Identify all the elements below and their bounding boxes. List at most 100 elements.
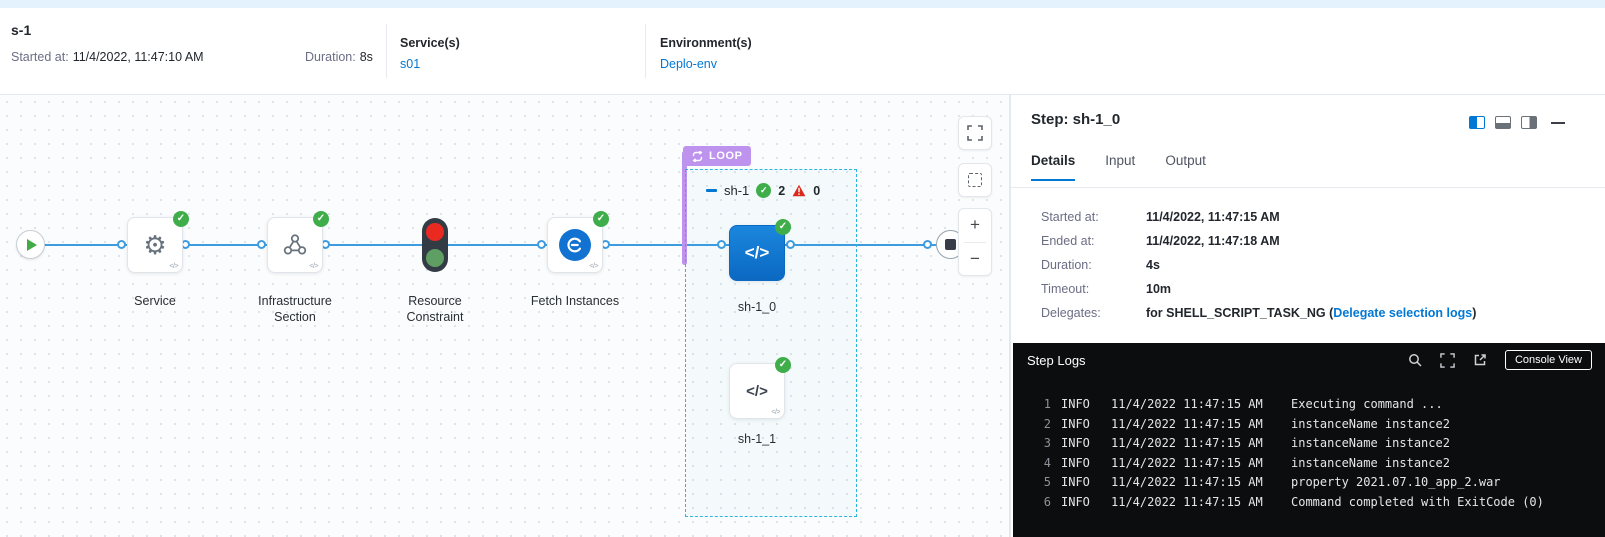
duration-value: 8s xyxy=(359,50,373,64)
script-mini-icon: </> xyxy=(309,263,318,270)
canvas-zoom-controls: + − xyxy=(958,208,992,276)
started-at-label: Started at: xyxy=(11,50,69,64)
success-count-icon: ✓ xyxy=(756,183,772,198)
node-sh-1-1[interactable]: </> ✓ </> xyxy=(729,357,791,419)
gear-icon: ⚙ xyxy=(143,230,167,260)
node-label-resource-constraint: Resource Constraint xyxy=(406,294,464,325)
log-timestamp: 11/4/2022 11:47:15 AM xyxy=(1111,475,1263,490)
edge xyxy=(323,244,422,246)
log-message: property 2021.07.10_app_2.war xyxy=(1291,475,1501,490)
console-view-button[interactable]: Console View xyxy=(1504,350,1592,370)
duration-label: Duration: xyxy=(305,50,356,64)
node-fetch-instances[interactable]: ✓ </> xyxy=(547,211,609,273)
header-divider xyxy=(645,24,646,78)
log-timestamp: 11/4/2022 11:47:15 AM xyxy=(1111,416,1263,431)
detail-row: Timeout: 10m xyxy=(1041,277,1586,301)
loop-group-header: sh-1 ✓ 2 0 xyxy=(706,183,820,198)
tab-output[interactable]: Output xyxy=(1165,153,1206,168)
open-in-new-button[interactable] xyxy=(1473,353,1487,367)
node-service[interactable]: ⚙ ✓ </> xyxy=(127,211,189,273)
detail-value: 11/4/2022, 11:47:15 AM xyxy=(1146,210,1280,224)
failure-count: 0 xyxy=(813,183,821,198)
started-at-value: 11/4/2022, 11:47:10 AM xyxy=(72,50,204,64)
node-sh-1-0[interactable]: </> ✓ xyxy=(729,219,791,281)
success-count: 2 xyxy=(778,183,786,198)
log-level: INFO xyxy=(1061,436,1090,451)
tab-details[interactable]: Details xyxy=(1031,153,1076,181)
stop-icon xyxy=(945,239,956,250)
log-message: instanceName instance2 xyxy=(1291,416,1450,431)
console-title: Step Logs xyxy=(1027,352,1086,368)
connector-dot xyxy=(717,240,726,249)
start-node[interactable] xyxy=(16,230,45,259)
log-timestamp: 11/4/2022 11:47:15 AM xyxy=(1111,436,1263,451)
tab-input[interactable]: Input xyxy=(1105,153,1136,168)
layout-split-bottom-icon[interactable] xyxy=(1495,116,1511,129)
detail-row: Delegates: for SHELL_SCRIPT_TASK_NG (Del… xyxy=(1041,301,1586,325)
zoom-out-button[interactable]: − xyxy=(970,248,980,268)
log-message: instanceName instance2 xyxy=(1291,455,1450,470)
pipeline-canvas[interactable]: ⚙ ✓ </> Service ✓ </> Infrastructure Sec… xyxy=(0,95,1010,537)
success-badge-icon: ✓ xyxy=(313,211,329,227)
detail-row: Started at: 11/4/2022, 11:47:15 AM xyxy=(1041,205,1586,229)
edge xyxy=(44,244,127,246)
shell-script-icon: </> xyxy=(744,243,770,262)
log-level: INFO xyxy=(1061,494,1090,509)
node-label-sh-1-1: sh-1_1 xyxy=(737,432,777,446)
step-logs-console: Step Logs xyxy=(1013,343,1605,537)
infrastructure-icon xyxy=(283,234,307,255)
log-timestamp: 11/4/2022 11:47:15 AM xyxy=(1111,397,1263,411)
log-message: Executing command ... xyxy=(1291,397,1443,411)
edge xyxy=(448,244,547,246)
detail-label: Delegates: xyxy=(1041,306,1101,320)
detail-label: Duration: xyxy=(1041,258,1092,272)
panel-minimize-button[interactable] xyxy=(1551,122,1565,124)
success-badge-icon: ✓ xyxy=(775,357,791,373)
layout-split-right-icon[interactable] xyxy=(1469,116,1485,129)
detail-row: Duration: 4s xyxy=(1041,253,1586,277)
log-line-number: 1 xyxy=(1043,397,1051,411)
step-panel-title: Step: sh-1_0 xyxy=(1031,111,1121,128)
detail-label: Timeout: xyxy=(1041,282,1090,296)
canvas-fullscreen-button[interactable] xyxy=(958,116,992,150)
step-details-panel: Step: sh-1_0 Details Input Output Starte… xyxy=(1010,95,1605,537)
connector-dot xyxy=(257,240,266,249)
log-message: instanceName instance2 xyxy=(1291,436,1450,451)
node-label-infrastructure: Infrastructure Section xyxy=(258,294,332,325)
zoom-in-button[interactable]: + xyxy=(970,215,980,235)
loop-badge-label: LOOP xyxy=(709,150,743,162)
script-mini-icon: </> xyxy=(589,263,598,270)
execution-header: s-1 Started at:11/4/2022, 11:47:10 AM Du… xyxy=(0,8,1605,95)
node-label-fetch-instances: Fetch Instances xyxy=(530,294,620,308)
node-label-sh-1-0: sh-1_0 xyxy=(737,300,777,314)
services-label: Service(s) xyxy=(400,36,460,50)
success-badge-icon: ✓ xyxy=(593,211,609,227)
delegates-text: for SHELL_SCRIPT_TASK_NG ( xyxy=(1146,306,1334,320)
console-header: Step Logs xyxy=(1013,343,1605,377)
environments-label: Environment(s) xyxy=(660,36,752,50)
edge xyxy=(785,244,936,246)
canvas-select-button[interactable] xyxy=(958,163,992,197)
shell-script-icon: </> xyxy=(746,382,768,400)
log-level: INFO xyxy=(1061,455,1090,470)
step-details-list: Started at: 11/4/2022, 11:47:15 AM Ended… xyxy=(1041,205,1586,325)
tabs-divider xyxy=(1011,187,1605,188)
node-resource-constraint[interactable] xyxy=(422,218,448,272)
detail-row: Ended at: 11/4/2022, 11:47:18 AM xyxy=(1041,229,1586,253)
log-search-button[interactable] xyxy=(1408,353,1422,367)
log-expand-button[interactable] xyxy=(1440,352,1455,368)
node-infrastructure[interactable]: ✓ </> xyxy=(267,211,329,273)
environment-link[interactable]: Deplo-env xyxy=(660,57,717,71)
detail-value: 10m xyxy=(1146,282,1172,296)
collapse-icon[interactable] xyxy=(706,189,717,192)
delegate-selection-logs-link[interactable]: Delegate selection logs xyxy=(1333,306,1473,320)
service-link[interactable]: s01 xyxy=(400,57,421,71)
panel-layout-toggles xyxy=(1469,116,1537,129)
play-icon xyxy=(27,238,37,251)
log-timestamp: 11/4/2022 11:47:15 AM xyxy=(1111,455,1263,470)
layout-split-left-icon[interactable] xyxy=(1521,116,1537,129)
